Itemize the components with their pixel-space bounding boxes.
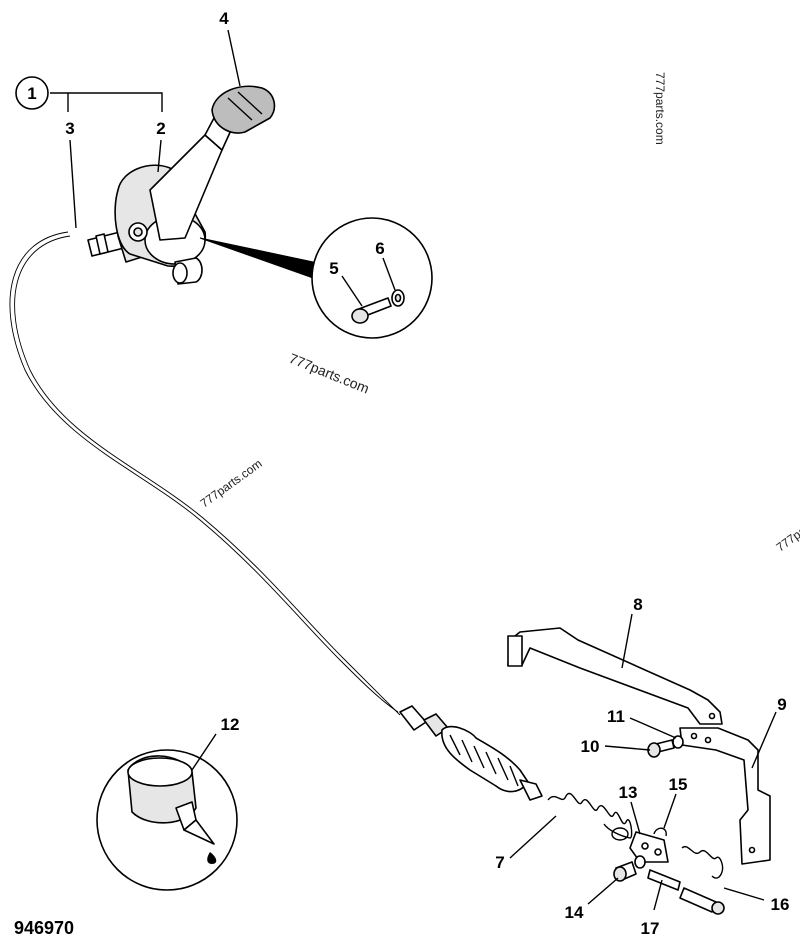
callout-6: 6 (375, 239, 384, 258)
detail-circle-adhesive (96, 749, 238, 891)
watermark-center: 777parts.com (287, 350, 372, 397)
callout-1: 1 (27, 84, 36, 103)
callout-11: 11 (607, 707, 625, 726)
callout-4: 4 (219, 9, 229, 28)
callout-7: 7 (495, 853, 504, 872)
throttle-lever-assembly (87, 85, 319, 285)
callout-3: 3 (65, 119, 74, 138)
watermark-left: 777parts.com (198, 456, 265, 510)
leader-lines (50, 29, 777, 911)
detail-circle-bolt (311, 217, 433, 339)
callout-15: 15 (669, 775, 688, 794)
cable-end-assembly (399, 705, 633, 841)
bracket-8 (507, 627, 723, 725)
watermark-top-right: 777parts.com (653, 72, 667, 145)
throttle-cable-inner (14, 235, 401, 716)
callout-10: 10 (581, 737, 600, 756)
callout-1-circle (15, 76, 49, 110)
spring-7 (547, 793, 633, 839)
bracket-9 (679, 727, 771, 865)
callout-13: 13 (619, 783, 638, 802)
drawing-number: 946970 (14, 918, 74, 938)
throttle-cable (9, 231, 399, 713)
callout-2: 2 (156, 119, 165, 138)
callout-8: 8 (633, 595, 642, 614)
callout-5: 5 (329, 259, 338, 278)
callout-9: 9 (777, 695, 786, 714)
callout-17: 17 (641, 919, 660, 938)
watermark-edge: 777pa (774, 523, 800, 554)
callout-16: 16 (771, 895, 790, 914)
callout-12: 12 (221, 715, 240, 734)
callout-14: 14 (565, 903, 584, 922)
bolt-10 (647, 735, 684, 758)
small-parts (613, 827, 725, 915)
